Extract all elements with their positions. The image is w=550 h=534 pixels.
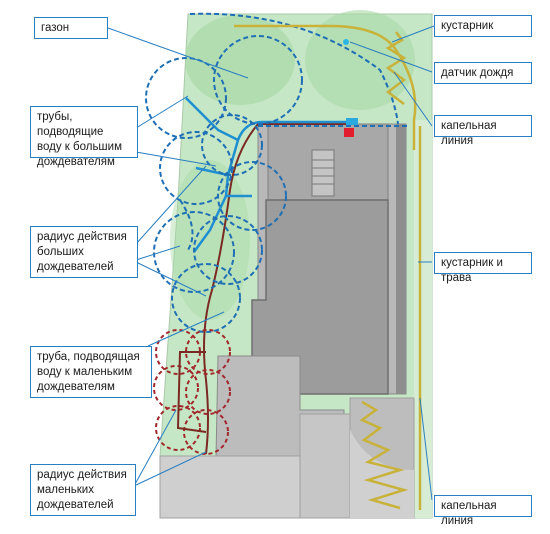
label-rain-sensor-text: датчик дождя bbox=[441, 67, 514, 79]
label-drip-line-top-text: капельная линия bbox=[441, 120, 497, 147]
leader-lines bbox=[107, 25, 435, 501]
label-lawn: газон bbox=[34, 17, 108, 39]
label-drip-line-bottom: капельная линия bbox=[434, 495, 532, 527]
main-pipe bbox=[203, 123, 348, 455]
label-radius-large-line3: дождевателей bbox=[37, 261, 114, 273]
label-drip-line-top: капельная линия bbox=[434, 115, 532, 147]
drip-lines bbox=[234, 24, 422, 510]
label-shrub-grass-text: кустарник и трава bbox=[441, 257, 503, 284]
label-radius-large-line2: больших bbox=[37, 246, 84, 258]
label-pipes-large-line3: дождевателям bbox=[37, 156, 115, 168]
label-rain-sensor: датчик дождя bbox=[434, 62, 532, 84]
label-shrub-grass: кустарник и трава bbox=[434, 252, 532, 284]
label-pipe-small-line1: труба, подводящая bbox=[37, 351, 140, 363]
label-drip-line-bottom-text: капельная линия bbox=[441, 500, 497, 527]
label-radius-small: радиус действия маленьких дождевателей bbox=[30, 464, 136, 516]
label-pipes-large-line2: воду к большим bbox=[37, 141, 122, 153]
label-pipe-small: труба, подводящая воду к маленьким дожде… bbox=[30, 346, 152, 398]
rain-sensor-marker bbox=[343, 39, 349, 45]
label-radius-large-line1: радиус действия bbox=[37, 231, 127, 243]
label-shrub: кустарник bbox=[434, 15, 532, 37]
small-sprinkler-pipes bbox=[176, 351, 207, 433]
shrub-grass-strip bbox=[414, 120, 432, 518]
label-radius-small-line3: дождевателей bbox=[37, 499, 114, 511]
rain-sensor-valve bbox=[346, 118, 358, 125]
label-shrub-text: кустарник bbox=[441, 20, 494, 32]
label-radius-small-line2: маленьких bbox=[37, 484, 94, 496]
large-sprinkler-radius bbox=[145, 12, 399, 333]
label-pipe-small-line2: воду к маленьким bbox=[37, 366, 133, 378]
label-pipe-small-line3: дождевателям bbox=[37, 381, 115, 393]
label-radius-small-line1: радиус действия bbox=[37, 469, 127, 481]
rain-sensor bbox=[344, 128, 354, 137]
label-lawn-text: газон bbox=[41, 22, 70, 34]
label-pipes-large: трубы, подводящие воду к большим дождева… bbox=[30, 106, 138, 168]
label-pipes-large-line1: трубы, подводящие bbox=[37, 111, 104, 138]
label-radius-large: радиус действия больших дождевателей bbox=[30, 226, 138, 278]
lawn-shade bbox=[170, 160, 250, 320]
lawn-shade bbox=[185, 15, 295, 105]
